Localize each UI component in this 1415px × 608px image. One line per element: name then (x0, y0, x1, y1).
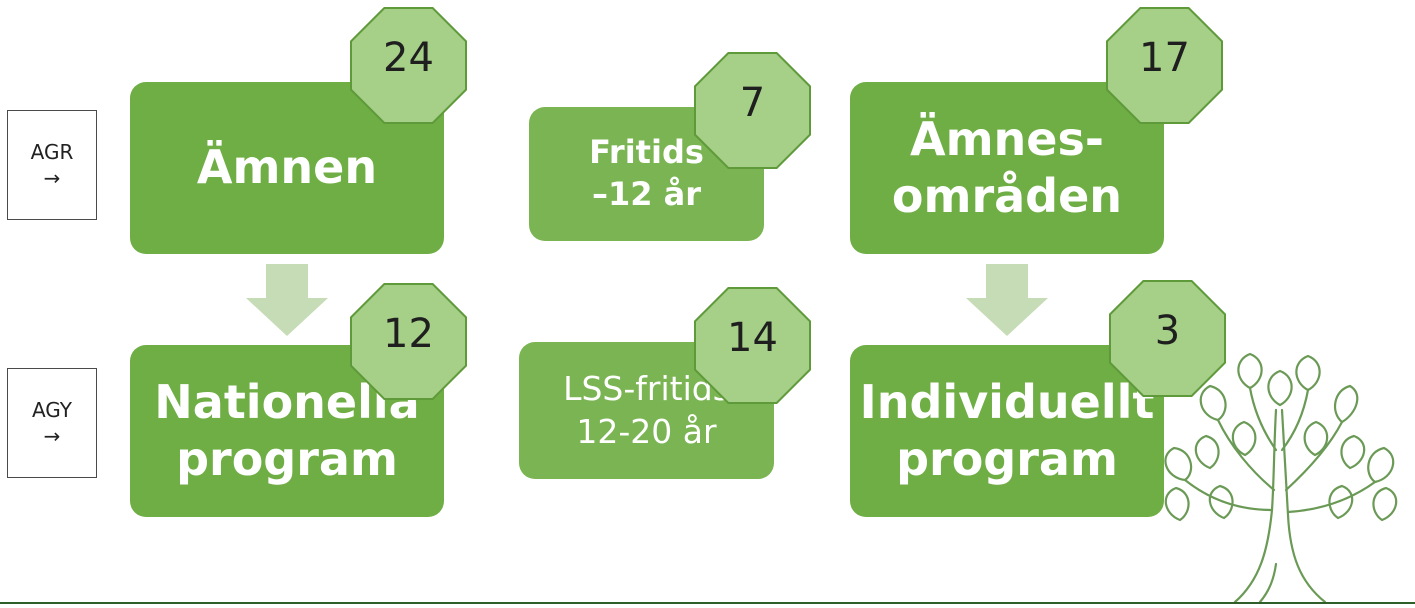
amnesomraden-count: 17 (1108, 9, 1221, 122)
individuellt-count: 3 (1111, 282, 1224, 395)
bottom-divider (0, 602, 1415, 604)
amnen-count-badge: 24 (350, 7, 467, 124)
fritids-box: Fritids –12 år (529, 107, 764, 241)
fritids-count-badge: 7 (694, 52, 811, 169)
fritids-box-line-1: Fritids (589, 133, 704, 172)
individuellt-box-line-1: Individuellt (859, 374, 1155, 429)
agy-arrow-icon: → (43, 424, 61, 448)
amnen-box-title: Ämnen (196, 140, 378, 195)
down-arrow-icon (246, 264, 328, 336)
agy-label: AGY → (7, 368, 97, 478)
individuellt-box: Individuellt program (850, 345, 1164, 517)
agr-label: AGR → (7, 110, 97, 220)
fritids-count: 7 (696, 54, 809, 167)
lss-count: 14 (696, 289, 809, 402)
individuellt-count-badge: 3 (1109, 280, 1226, 397)
down-arrow-icon (966, 264, 1048, 336)
tree-logo-icon (1164, 352, 1398, 604)
amnesomraden-box-line-2: områden (891, 169, 1123, 223)
nationella-count: 12 (352, 285, 465, 398)
lss-box-line-2: 12-20 år (576, 411, 717, 451)
agr-arrow-icon: → (43, 166, 61, 190)
fritids-box-line-2: –12 år (591, 175, 702, 213)
nationella-count-badge: 12 (350, 283, 467, 400)
nationella-box-line-2: program (176, 432, 398, 486)
amnesomraden-count-badge: 17 (1106, 7, 1223, 124)
agr-label-text: AGR (30, 140, 74, 164)
amnen-count: 24 (352, 9, 465, 122)
lss-count-badge: 14 (694, 287, 811, 404)
agy-label-text: AGY (31, 398, 73, 422)
individuellt-box-line-2: program (896, 432, 1118, 486)
amnesomraden-box: Ämnes- områden (850, 82, 1164, 254)
amnesomraden-box-line-1: Ämnes- (910, 111, 1104, 166)
